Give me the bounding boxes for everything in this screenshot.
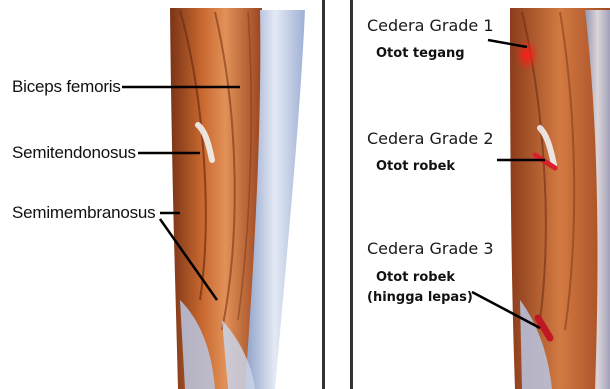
grade-1-title: Cedera Grade 1	[367, 16, 494, 35]
grade-2-desc: Otot robek	[376, 159, 455, 174]
grade-1-desc: Otot tegang	[376, 46, 465, 61]
grade-3-title: Cedera Grade 3	[367, 239, 494, 258]
label-biceps-femoris: Biceps femoris	[12, 77, 121, 97]
label-semimembranosus: Semimembranosus	[12, 203, 155, 223]
left-leg-illustration	[170, 8, 305, 389]
right-leg-illustration	[510, 8, 610, 389]
grade-2-title: Cedera Grade 2	[367, 129, 494, 148]
label-semitendonosus: Semitendonosus	[12, 143, 136, 163]
grade-3-desc-note: (hingga lepas)	[367, 290, 473, 305]
grade-3-desc: Otot robek	[376, 270, 455, 285]
panel-divider	[322, 0, 325, 389]
injury-mark-grade-1	[515, 39, 539, 71]
panel-divider-right	[350, 0, 353, 389]
